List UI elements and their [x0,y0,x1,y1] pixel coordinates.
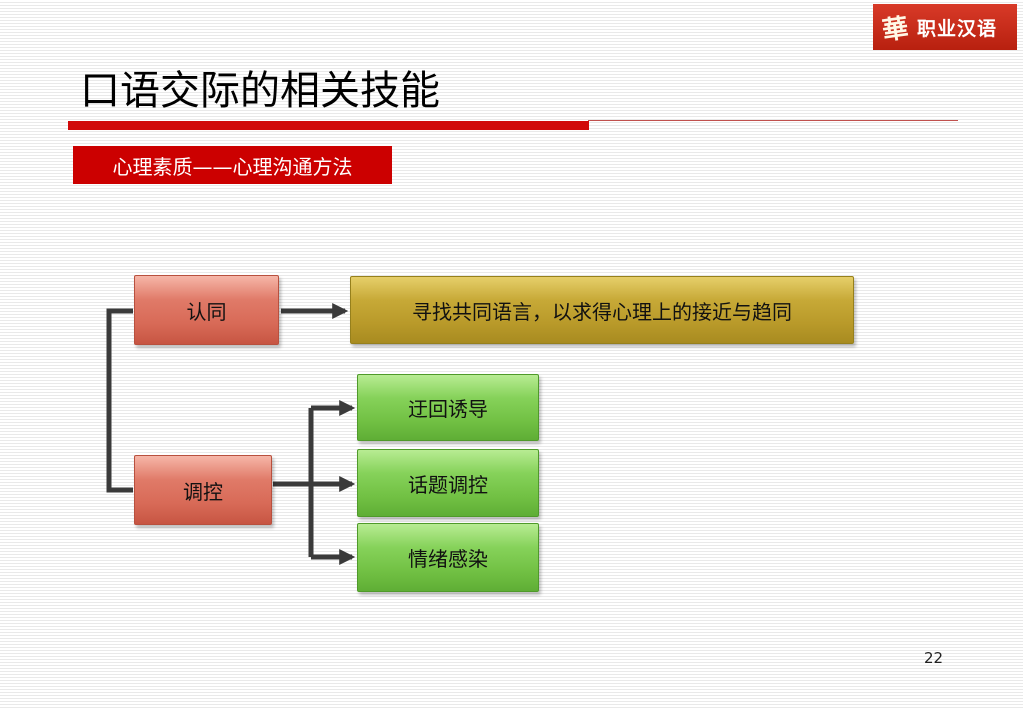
node-recognition: 认同 [134,275,279,345]
title-divider-thin [588,120,958,121]
node-method-emotional-contagion: 情绪感染 [357,523,539,592]
node-recognition-detail: 寻找共同语言，以求得心理上的接近与趋同 [350,276,854,344]
brand-logo: 華 职业汉语 [873,4,1017,50]
node-method-topic-control: 话题调控 [357,449,539,517]
bracket-connector [106,308,133,493]
logo-text: 职业汉语 [917,17,998,40]
page-title: 口语交际的相关技能 [80,68,440,114]
page-number: 22 [924,649,944,667]
section-subtitle: 心理素质——心理沟通方法 [73,146,392,184]
title-divider-thick [68,121,589,130]
node-method-indirect-guidance: 迂回诱导 [357,374,539,441]
node-regulation: 调控 [134,455,272,525]
